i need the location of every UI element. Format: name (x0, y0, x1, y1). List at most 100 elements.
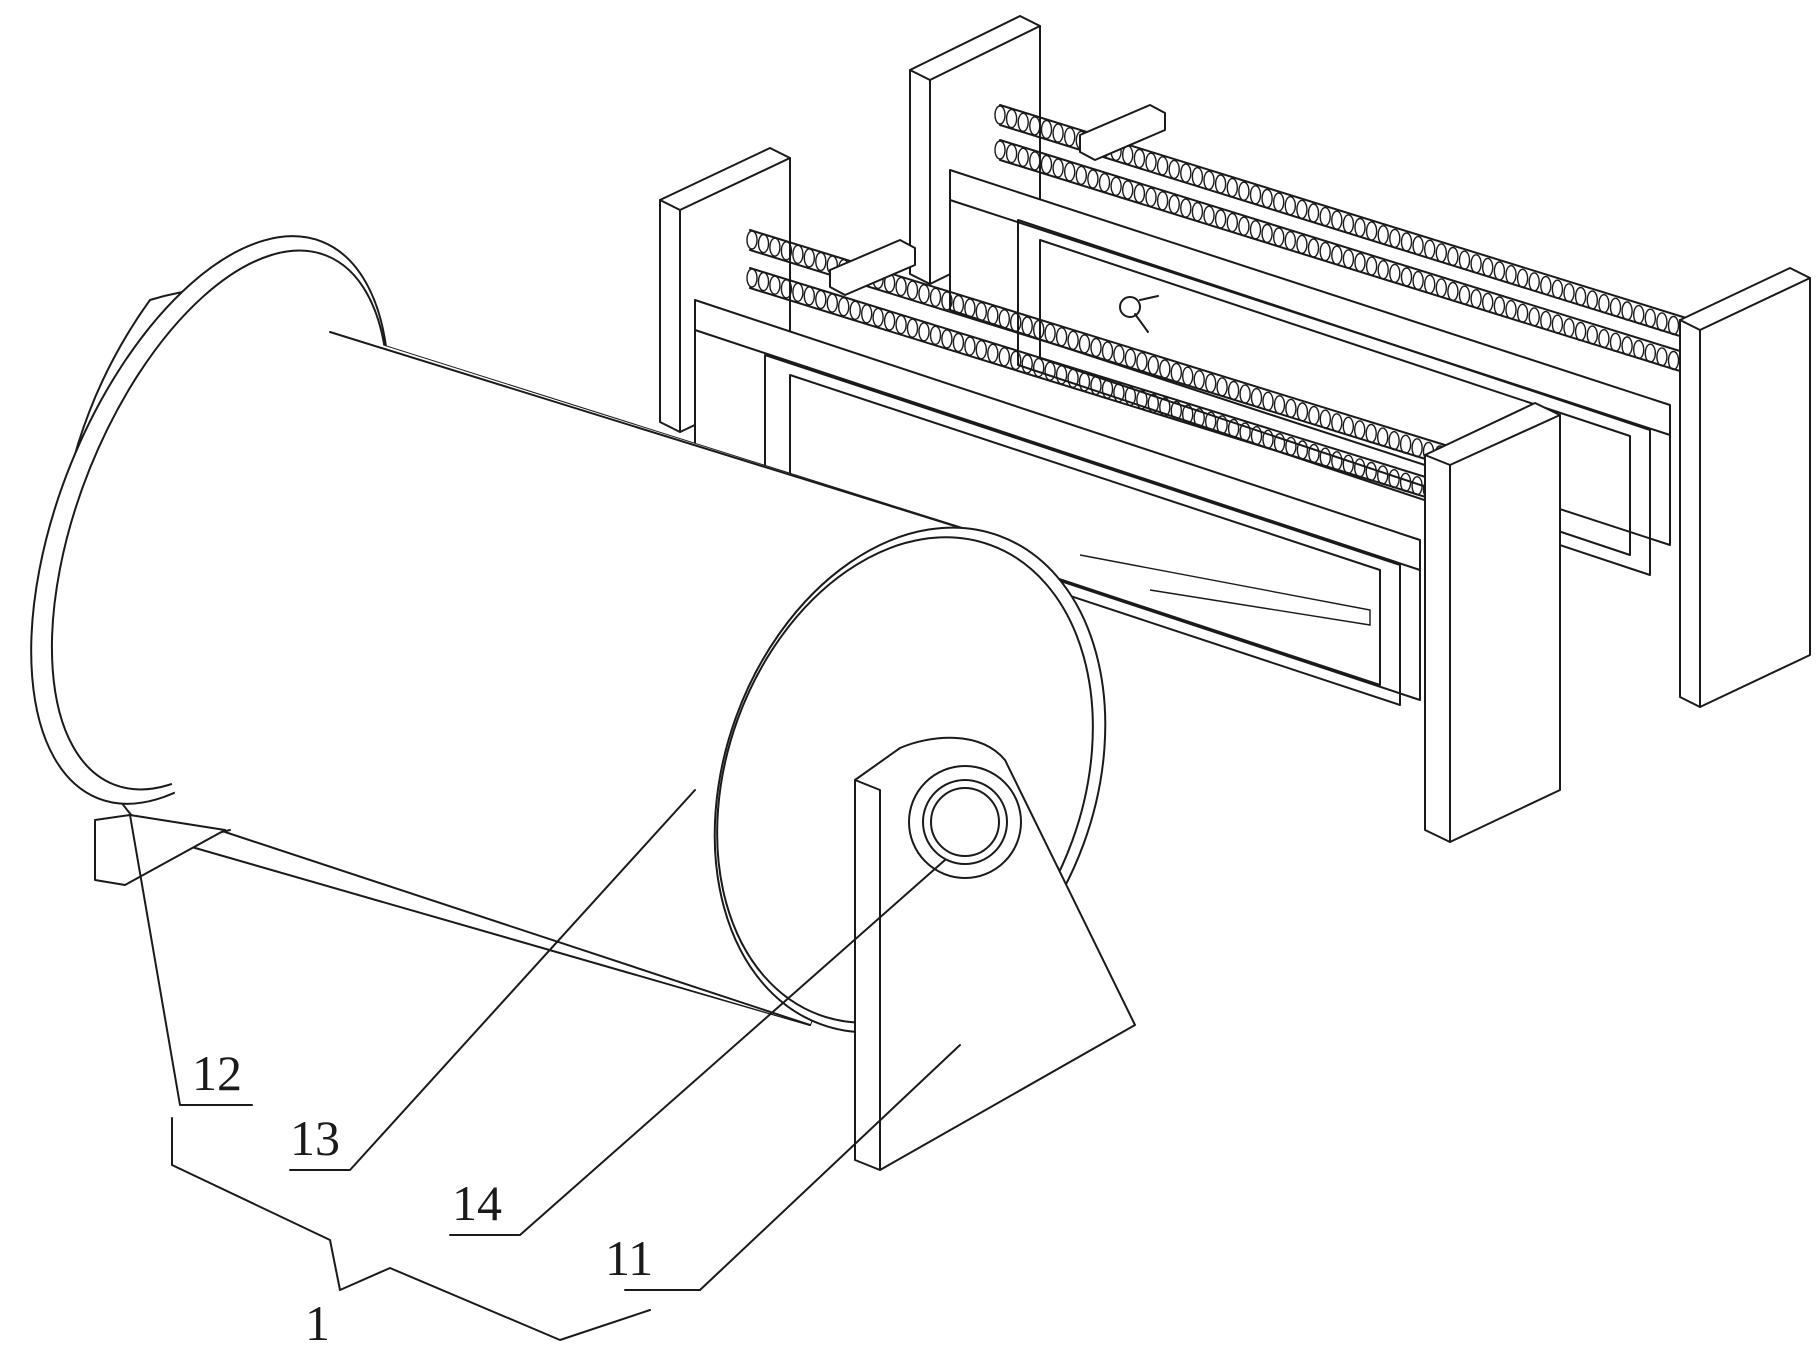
roller-bead (1412, 235, 1424, 256)
roller-bead (1017, 147, 1029, 168)
valve-icon (1119, 296, 1141, 318)
roller-bead (1180, 198, 1192, 218)
roller-bead (815, 251, 827, 272)
roller-bead (1101, 341, 1114, 361)
roller-bead (1376, 465, 1389, 485)
roller-bead (1586, 325, 1599, 345)
roller-bead (1226, 212, 1239, 233)
roller-bead (1145, 187, 1157, 207)
roller-bead (1342, 454, 1355, 474)
roller-bead (1586, 290, 1599, 310)
callout-labels: 12 13 14 11 1 (192, 1045, 653, 1351)
roller-bead (1284, 230, 1297, 251)
roller-bead (1191, 201, 1204, 222)
roller-bead (1238, 181, 1250, 201)
roller-bead (929, 287, 942, 307)
roller-bead (1032, 319, 1045, 340)
roller-bead (1147, 393, 1160, 414)
roller-bead (883, 311, 896, 331)
roller-bead (1574, 321, 1587, 342)
roller-bead (1017, 112, 1029, 133)
roller-bead (1574, 286, 1587, 307)
roller-bead (1308, 443, 1320, 464)
roller-bead (1470, 254, 1482, 274)
roller-bead (1078, 372, 1091, 392)
label-13: 13 (290, 1110, 340, 1166)
roller-bead (1435, 278, 1448, 298)
roller-bead (1400, 267, 1413, 287)
roller-bead (1632, 304, 1645, 325)
roller-bead (1227, 418, 1240, 439)
roller-bead (895, 276, 907, 297)
roller-bead (1285, 398, 1297, 419)
roller-bead (1307, 203, 1320, 223)
roller-bead (987, 343, 999, 363)
roller-bead (1516, 268, 1529, 288)
roller-bead (1159, 359, 1171, 379)
roller-bead (1113, 345, 1125, 365)
roller-bead (1331, 413, 1343, 433)
roller-bead (1180, 163, 1192, 183)
roller-bead (1098, 172, 1111, 193)
roller-bead (1667, 315, 1680, 336)
roller-bead (1551, 279, 1564, 299)
roller-bead (1090, 375, 1102, 396)
roller-bead (1540, 275, 1552, 296)
roller-bead (792, 244, 804, 265)
roller-bead (987, 305, 999, 325)
roller-bead (1181, 404, 1194, 424)
roller-bead (1656, 347, 1668, 367)
roller-bead (1005, 108, 1018, 129)
roller-bead (1667, 350, 1680, 371)
roller-bead (1656, 312, 1668, 332)
roller-bead (1110, 176, 1122, 197)
roller-bead (1342, 214, 1355, 234)
roller-bead (1470, 289, 1482, 309)
roller-bead (1113, 383, 1125, 403)
roller-bead (1365, 423, 1377, 444)
roller-bead (1319, 241, 1331, 262)
roller-bead (1319, 206, 1331, 227)
roller-bead (1353, 420, 1366, 440)
roller-bead (1044, 323, 1056, 343)
roller-bead (1505, 300, 1517, 320)
roller-bead (1078, 334, 1091, 354)
roller-bead (1399, 434, 1412, 454)
roller-bead (1342, 249, 1355, 269)
roller-bead (1087, 169, 1099, 189)
roller-bead (994, 140, 1006, 160)
roller-bead (1435, 243, 1448, 263)
roller-bead (1063, 162, 1076, 182)
roller-bead (1052, 158, 1064, 178)
roller-bead (1203, 170, 1215, 191)
roller-bead (1204, 411, 1217, 431)
roller-bead (1609, 332, 1622, 352)
shaft-hub (908, 765, 1022, 879)
roller-bead (1376, 427, 1389, 447)
roller-bead (964, 336, 976, 356)
roller-bead (1505, 265, 1517, 285)
roller-bead (1216, 377, 1228, 397)
roller-bead (1261, 188, 1273, 209)
label-11: 11 (605, 1230, 653, 1286)
roller-bead (1156, 156, 1169, 176)
roller-bead (1136, 352, 1148, 372)
roller-bead (1021, 316, 1033, 336)
roller-bead (1249, 185, 1262, 205)
roller-bead (1261, 223, 1273, 244)
roller-bead (895, 314, 907, 335)
roller-bead (1193, 370, 1205, 390)
roller-bead (918, 284, 930, 304)
roller-bead (994, 105, 1006, 125)
label-1: 1 (305, 1295, 330, 1351)
roller-bead (1354, 217, 1366, 238)
roller-bead (1493, 296, 1506, 316)
roller-bead (1423, 239, 1436, 260)
roller-bead (1609, 297, 1622, 317)
label-14: 14 (452, 1175, 502, 1231)
roller-bead (746, 268, 758, 288)
roller-bead (1400, 232, 1413, 252)
roller-bead (1044, 361, 1056, 381)
roller-bead (1250, 388, 1263, 408)
roller-bead (1644, 308, 1657, 328)
